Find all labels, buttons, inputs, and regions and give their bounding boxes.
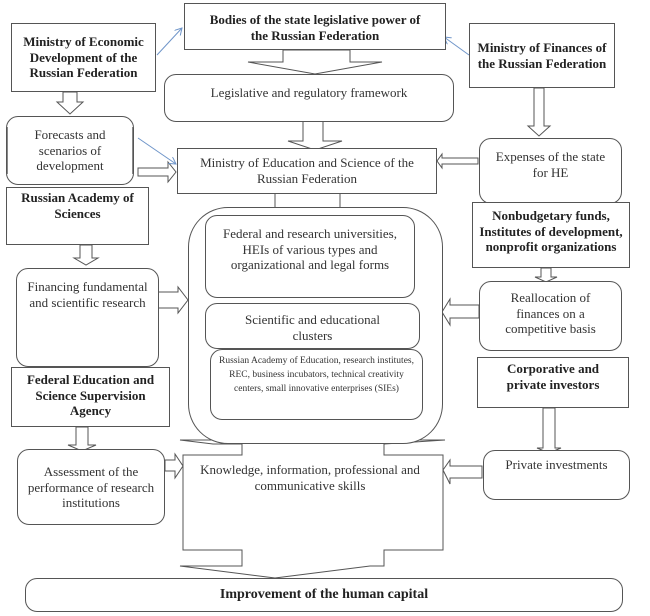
arrow-center-to-knowledge [179, 439, 446, 579]
node-ministry-finance: Ministry of Finances of the Russian Fede… [469, 23, 615, 88]
node-nonbudgetary: Nonbudgetary funds, Institutes of develo… [472, 202, 630, 268]
node-legislative-bodies: Bodies of the state legislative power of… [184, 3, 446, 50]
arrow-financing-to-center [156, 285, 189, 315]
node-forecasts: Forecasts and scenarios of development [6, 116, 134, 185]
blue-arrow-finance-to-legislative [444, 37, 470, 56]
node-rae-institutes: Russian Academy of Education, research i… [210, 349, 423, 420]
arrow-expenses-to-moe [436, 152, 479, 170]
node-financing-research: Financing fundamental and scientific res… [16, 268, 159, 367]
node-knowledge-skills: Knowledge, information, professional and… [200, 462, 420, 493]
blue-arrow-forecasts-to-moe [137, 137, 176, 164]
node-corporate-investors: Corporative and private investors [477, 357, 629, 408]
node-supervision-agency: Federal Education and Science Supervisio… [11, 367, 170, 427]
node-private-investments: Private investments [483, 450, 630, 500]
arrow-reallocation-to-center [441, 297, 480, 327]
node-ministry-education: Ministry of Education and Science of the… [177, 148, 437, 194]
node-universities: Federal and research universities, HEIs … [205, 215, 415, 298]
node-state-expenses: Expenses of the state for HE [479, 138, 622, 204]
node-legal-framework: Legislative and regulatory framework [164, 74, 454, 122]
arrow-nonbudget-to-reallocation [534, 267, 558, 283]
arrow-private-to-knowledge [442, 458, 483, 485]
arrow-legislative-to-framework [247, 49, 383, 75]
arrow-framework-to-moe [287, 120, 343, 151]
node-assessment: Assessment of the performance of researc… [17, 449, 165, 525]
node-academy-sciences: Russian Academy of Sciences [6, 187, 149, 245]
arrow-econ-to-forecasts [55, 91, 85, 115]
arrow-corporate-to-private [536, 407, 562, 454]
node-human-capital: Improvement of the human capital [25, 578, 623, 612]
arrow-finance-to-expenses [526, 87, 552, 137]
arrow-assessment-to-knowledge [164, 452, 184, 480]
node-clusters: Scientific and educational clusters [205, 303, 420, 349]
arrow-academy-to-financing [72, 244, 100, 266]
arrow-supervision-to-assessment [67, 426, 97, 452]
node-reallocation: Reallocation of finances on a competitiv… [479, 281, 622, 351]
node-ministry-econ: Ministry of Economic Development of the … [11, 23, 156, 92]
connector-moe-to-center [274, 194, 341, 207]
arrow-forecasts-to-moe [137, 160, 177, 184]
blue-arrow-econ-to-legislative [156, 28, 182, 56]
